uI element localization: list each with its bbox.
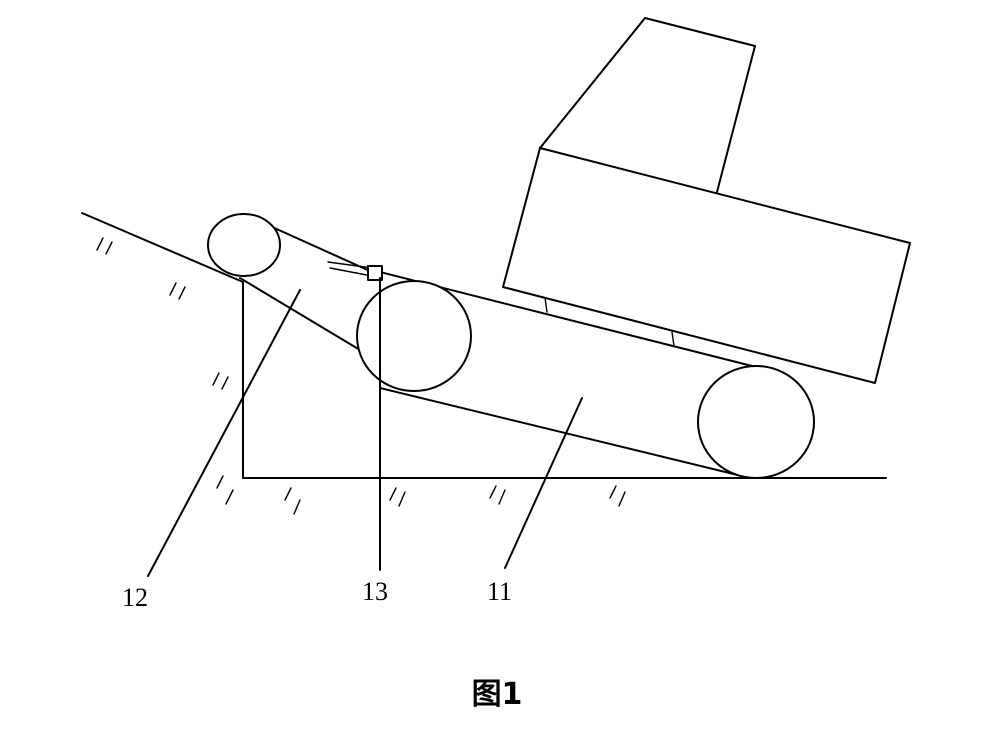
arm-bottom-edge <box>239 277 361 351</box>
cab-edge <box>539 17 646 149</box>
cab-edge <box>716 45 756 193</box>
reference-label-11: 11 <box>487 577 512 606</box>
arm-joint-line <box>329 267 373 277</box>
front-wheel <box>697 365 815 479</box>
hatch-mark <box>609 485 626 507</box>
figure-caption: 图1 <box>472 677 523 712</box>
hatch-mark <box>212 372 229 390</box>
hatch-mark <box>389 487 406 507</box>
vehicle-body <box>502 17 911 384</box>
hatch-mark <box>96 237 113 255</box>
hatch-mark <box>216 475 234 505</box>
front-roller <box>207 213 281 277</box>
leader-line-11 <box>504 397 583 569</box>
hatch-mark <box>489 485 506 505</box>
arm-joint-line <box>327 261 373 269</box>
joint-block <box>367 265 383 281</box>
track-bottom-edge <box>379 387 751 479</box>
front-arm <box>207 213 373 351</box>
rear-wheel <box>356 280 472 392</box>
reference-label-13: 13 <box>362 577 388 606</box>
body-support <box>671 331 675 347</box>
leader-line-12 <box>147 289 301 577</box>
hatch-mark <box>284 487 301 515</box>
slope-upper-line <box>81 212 244 283</box>
reference-label-12: 12 <box>122 583 148 612</box>
hatch-mark <box>169 282 186 300</box>
crawler-track <box>356 265 815 479</box>
soil-hatch-marks <box>96 237 626 515</box>
cab-edge <box>644 17 756 47</box>
body-support <box>544 297 548 313</box>
body-box <box>502 147 911 384</box>
arm-top-edge <box>269 225 373 273</box>
